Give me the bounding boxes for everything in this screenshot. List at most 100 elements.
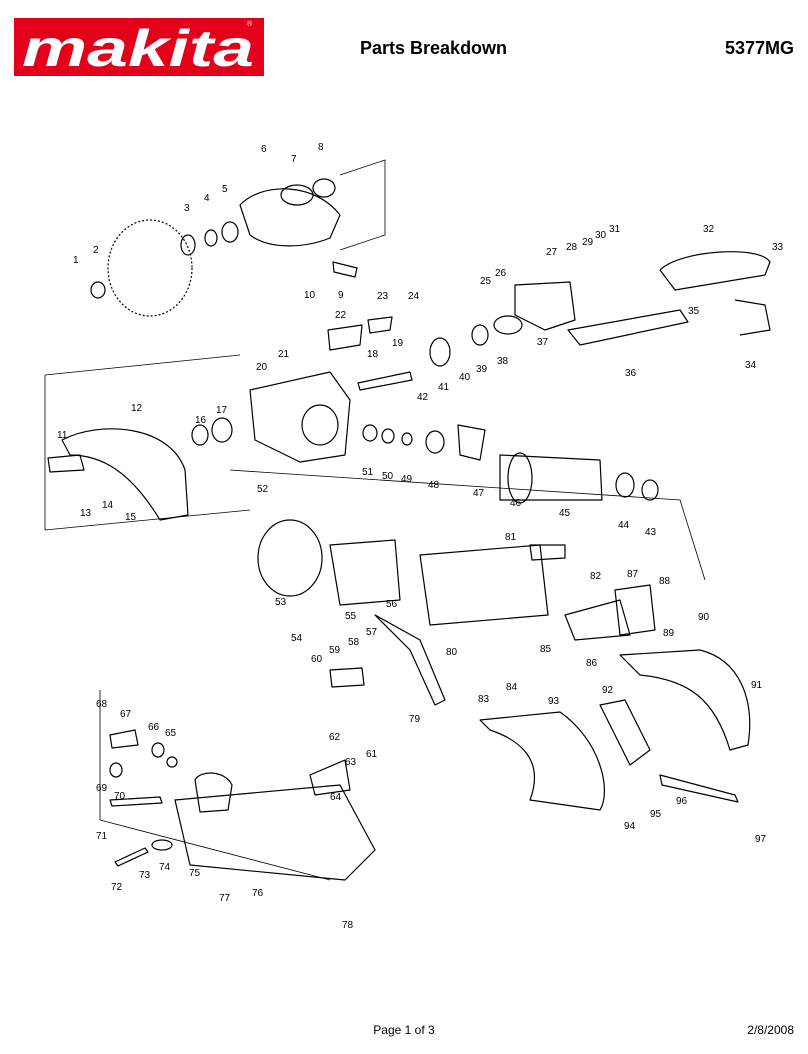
lever [332,261,358,278]
callout: 31 [609,224,621,235]
cord-guard [659,774,739,803]
callout: 57 [366,627,378,638]
rear-handle [619,649,751,751]
callout: 36 [625,368,637,379]
callout: 82 [590,571,602,582]
callout: 20 [256,362,268,373]
pin [151,839,173,851]
guard-lever [47,454,85,473]
armature [499,454,603,501]
washer [401,432,413,446]
callout: 73 [139,870,151,881]
callout: 95 [650,809,662,820]
callout: 63 [345,757,357,768]
callout: 35 [688,306,700,317]
lever [329,667,365,688]
bearing [471,324,489,346]
page-number: Page 1 of 3 [373,1023,435,1037]
callout: 90 [698,612,710,623]
callout: 94 [624,821,636,832]
callout: 84 [506,682,518,693]
callout: 49 [401,474,413,485]
bearing-box [514,281,576,331]
callout: 93 [548,696,560,707]
callout: 47 [473,488,485,499]
base-plate [174,784,376,881]
callout: 54 [291,633,303,644]
handle-bracket [734,299,771,336]
base-bracket [194,772,233,813]
callout: 6 [261,144,267,155]
depth-guide [374,614,446,706]
o-ring [493,315,523,335]
callout: 97 [755,834,767,845]
callout: 28 [566,242,578,253]
callout: 12 [131,403,143,414]
callout: 67 [120,709,132,720]
callout: 2 [93,245,99,256]
callout: 89 [663,628,675,639]
label [529,544,566,561]
callout: 55 [345,611,357,622]
motor-housing [419,544,549,626]
callout: 69 [96,783,108,794]
rear-cover [614,584,656,636]
nut [151,742,165,758]
callout: 13 [80,508,92,519]
brush-cover [564,599,631,641]
callout: 21 [278,349,290,360]
page-title: Parts Breakdown [360,38,508,58]
washer-part [180,234,196,256]
callout: 91 [751,680,763,691]
field [329,539,401,606]
callout: 11 [57,430,68,441]
callout: 30 [595,230,607,241]
callout: 86 [586,658,598,669]
callout: 40 [459,372,471,383]
callout: 34 [745,360,757,371]
callout: 64 [330,792,342,803]
snap-ring [221,221,239,243]
callout: 87 [627,569,639,580]
callout: 53 [275,597,287,608]
callout: 65 [165,728,177,739]
callout-numbers: 1 2 3 4 5 6 7 8 9 10 11 12 13 14 15 16 1… [57,142,784,931]
callout: 48 [428,480,440,491]
callout: 25 [480,276,492,287]
callout: 75 [189,868,201,879]
makita-logo: makita [14,18,264,76]
guard-ring [280,184,314,206]
callout: 79 [409,714,421,725]
shaft-lock [327,324,363,351]
callout: 23 [377,291,389,302]
washer [166,756,178,768]
callout: 27 [546,247,558,258]
top-handle [659,251,771,291]
callout: 60 [311,654,323,665]
callout: 76 [252,888,264,899]
callout: 92 [602,685,614,696]
bevel-bracket [309,759,351,796]
callout: 85 [540,644,552,655]
callout: 4 [204,193,210,204]
callout: 38 [497,356,509,367]
callout: 3 [184,203,190,214]
callout: 5 [222,184,228,195]
gear [429,337,451,367]
callout: 77 [219,893,231,904]
lever [109,729,139,749]
callout: 96 [676,796,688,807]
baffle-plate [457,424,486,461]
bolt [114,847,149,867]
fan [507,452,533,504]
callout: 46 [510,498,522,509]
callout: 16 [195,415,207,426]
saw-blade [107,219,193,317]
bearing [641,479,659,501]
callout: 42 [417,392,429,403]
registered-mark: ® [247,21,253,28]
document-date: 2/8/2008 [747,1023,794,1037]
washer-part [204,229,218,247]
callout: 9 [338,290,344,301]
callout: 44 [618,520,630,531]
